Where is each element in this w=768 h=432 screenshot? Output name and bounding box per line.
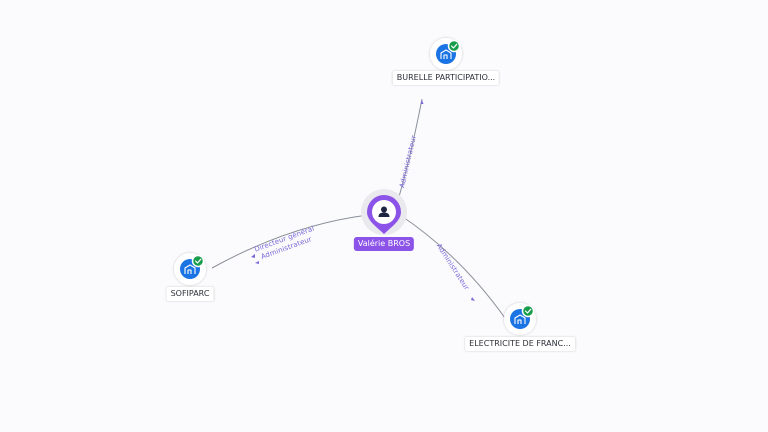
person-icon <box>378 206 390 217</box>
node-label-burelle[interactable]: BURELLE PARTICIPATIO... <box>392 71 500 85</box>
edge-label-electricite-0: Administrateur <box>435 242 471 291</box>
node-burelle[interactable] <box>430 38 462 70</box>
node-electricite[interactable] <box>504 303 536 335</box>
arrow-icon <box>420 100 424 104</box>
node-center-person[interactable] <box>361 189 407 235</box>
center-person-label[interactable]: Valérie BROS <box>353 237 415 251</box>
arrow-icon <box>471 297 475 301</box>
edge-electricite: Administrateur <box>399 214 506 319</box>
arrow-icon <box>255 261 259 264</box>
node-label-electricite[interactable]: ELECTRICITE DE FRANC... <box>465 337 575 351</box>
arrow-icon <box>251 254 255 258</box>
edge-sofiparc: Directeur général Administrateur <box>211 214 369 269</box>
check-badge-icon <box>447 39 461 53</box>
edge-burelle: Administrateur <box>397 98 424 201</box>
check-badge-icon <box>521 304 535 318</box>
node-label-sofiparc[interactable]: SOFIPARC <box>166 287 214 301</box>
check-badge-icon <box>191 254 205 268</box>
node-sofiparc[interactable] <box>174 253 206 285</box>
edge-label-burelle-0: Administrateur <box>398 135 418 189</box>
